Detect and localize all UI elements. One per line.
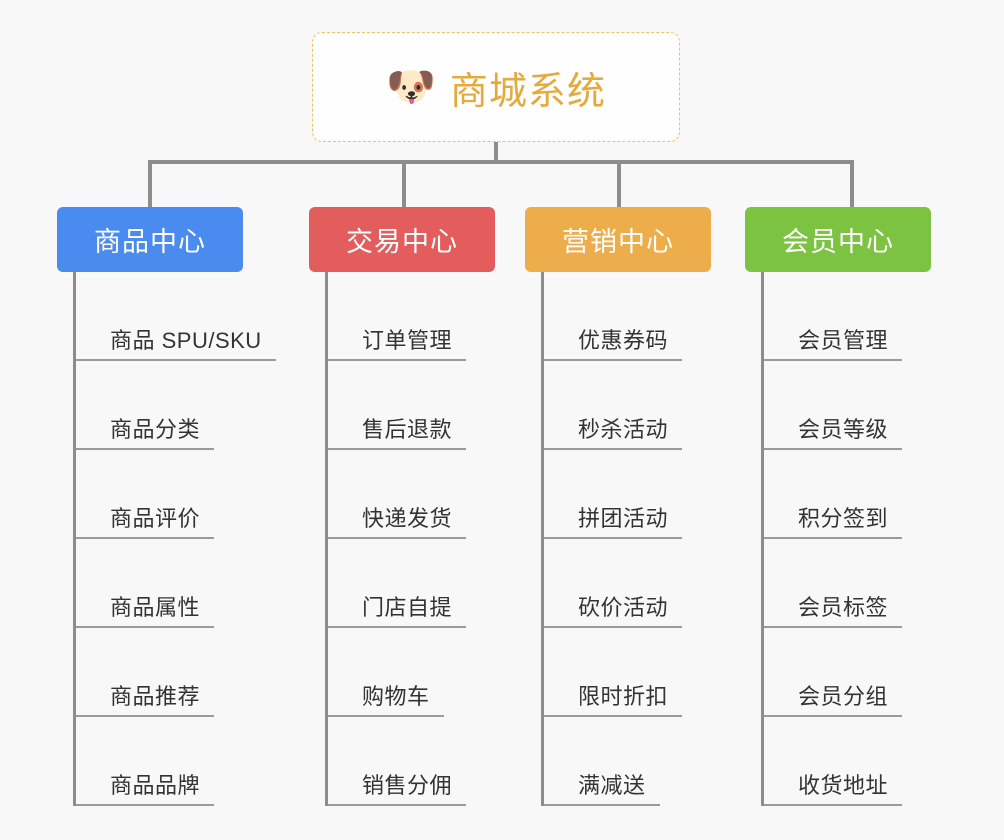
leaf-underline [764, 537, 903, 539]
leaf-item[interactable]: 优惠券码 [544, 272, 711, 361]
leaf-label: 积分签到 [798, 506, 889, 531]
branch-product-center: 商品中心 商品 SPU/SKU 商品分类 商品评价 [57, 207, 276, 806]
connector-drop-marketing-center [617, 160, 621, 208]
connector-drop-member-center [850, 160, 854, 208]
leaf-item[interactable]: 会员管理 [764, 272, 931, 361]
branch-header-trade-center[interactable]: 交易中心 [309, 207, 495, 272]
leaf-underline [76, 359, 276, 361]
root-title: 商城系统 [449, 70, 606, 113]
leaf-underline [544, 804, 660, 806]
leaf-item[interactable]: 商品分类 [76, 361, 243, 450]
leaf-label: 商品 SPU/SKU [110, 328, 262, 353]
leaf-list-member-center: 会员管理 会员等级 积分签到 会员标签 [761, 272, 931, 806]
leaf-item[interactable]: 会员等级 [764, 361, 931, 450]
leaf-item[interactable]: 商品 SPU/SKU [76, 272, 276, 361]
connector-drop-product-center [148, 160, 152, 208]
leaf-item[interactable]: 会员分组 [764, 628, 931, 717]
leaf-item[interactable]: 秒杀活动 [544, 361, 711, 450]
leaf-list-trade-center: 订单管理 售后退款 快递发货 门店自提 [325, 272, 495, 806]
leaf-item[interactable]: 满减送 [544, 717, 711, 806]
branch-header-marketing-center[interactable]: 营销中心 [525, 207, 711, 272]
leaf-label: 商品评价 [110, 506, 201, 531]
branch-trade-center: 交易中心 订单管理 售后退款 快递发货 [309, 207, 495, 806]
leaf-underline [544, 715, 683, 717]
leaf-label: 会员等级 [798, 417, 889, 442]
leaf-underline [328, 537, 467, 539]
leaf-list-product-center: 商品 SPU/SKU 商品分类 商品评价 商品属性 [73, 272, 276, 806]
leaf-underline [764, 359, 903, 361]
leaf-label: 限时折扣 [578, 684, 669, 709]
leaf-item[interactable]: 订单管理 [328, 272, 495, 361]
leaf-label: 门店自提 [362, 595, 453, 620]
leaf-underline [544, 537, 683, 539]
leaf-label: 砍价活动 [578, 595, 669, 620]
leaf-underline [764, 715, 903, 717]
dog-face-icon: 🐶 [386, 65, 436, 109]
branch-header-member-center[interactable]: 会员中心 [745, 207, 931, 272]
leaf-item[interactable]: 积分签到 [764, 450, 931, 539]
leaf-label: 收货地址 [798, 773, 889, 798]
branch-header-label: 会员中心 [782, 227, 894, 257]
branch-marketing-center: 营销中心 优惠券码 秒杀活动 拼团活动 [525, 207, 711, 806]
leaf-item[interactable]: 会员标签 [764, 539, 931, 628]
leaf-underline [764, 448, 903, 450]
connector-root-stem [494, 142, 498, 164]
leaf-item[interactable]: 商品品牌 [76, 717, 243, 806]
leaf-underline [764, 626, 903, 628]
leaf-item[interactable]: 限时折扣 [544, 628, 711, 717]
leaf-label: 快递发货 [362, 506, 453, 531]
leaf-label: 销售分佣 [362, 773, 453, 798]
leaf-underline [76, 626, 215, 628]
leaf-label: 商品品牌 [110, 773, 201, 798]
leaf-underline [328, 715, 444, 717]
leaf-label: 会员分组 [798, 684, 889, 709]
leaf-label: 售后退款 [362, 417, 453, 442]
leaf-underline [544, 359, 683, 361]
leaf-underline [764, 804, 903, 806]
leaf-label: 订单管理 [362, 328, 453, 353]
leaf-underline [544, 448, 683, 450]
leaf-item[interactable]: 快递发货 [328, 450, 495, 539]
leaf-label: 商品推荐 [110, 684, 201, 709]
leaf-item[interactable]: 收货地址 [764, 717, 931, 806]
leaf-underline [76, 448, 215, 450]
leaf-item[interactable]: 购物车 [328, 628, 495, 717]
leaf-item[interactable]: 拼团活动 [544, 450, 711, 539]
leaf-item[interactable]: 销售分佣 [328, 717, 495, 806]
leaf-underline [76, 537, 215, 539]
leaf-underline [76, 715, 215, 717]
leaf-item[interactable]: 商品属性 [76, 539, 243, 628]
leaf-underline [76, 804, 215, 806]
branch-header-label: 商品中心 [94, 227, 206, 257]
connector-drop-trade-center [402, 160, 406, 208]
leaf-label: 购物车 [362, 684, 430, 709]
connector-horizontal-bus [148, 160, 854, 164]
leaf-label: 会员管理 [798, 328, 889, 353]
leaf-item[interactable]: 砍价活动 [544, 539, 711, 628]
leaf-label: 满减送 [578, 773, 646, 798]
branch-member-center: 会员中心 会员管理 会员等级 积分签到 [745, 207, 931, 806]
leaf-underline [544, 626, 683, 628]
leaf-underline [328, 804, 467, 806]
branch-header-product-center[interactable]: 商品中心 [57, 207, 243, 272]
leaf-item[interactable]: 售后退款 [328, 361, 495, 450]
leaf-item[interactable]: 商品推荐 [76, 628, 243, 717]
leaf-label: 拼团活动 [578, 506, 669, 531]
root-node[interactable]: 🐶 商城系统 [312, 32, 680, 142]
leaf-item[interactable]: 商品评价 [76, 450, 243, 539]
leaf-underline [328, 626, 467, 628]
leaf-underline [328, 359, 467, 361]
leaf-label: 优惠券码 [578, 328, 669, 353]
branch-header-label: 交易中心 [346, 227, 458, 257]
leaf-list-marketing-center: 优惠券码 秒杀活动 拼团活动 砍价活动 [541, 272, 711, 806]
leaf-item[interactable]: 门店自提 [328, 539, 495, 628]
leaf-underline [328, 448, 467, 450]
branch-header-label: 营销中心 [562, 227, 674, 257]
leaf-label: 商品属性 [110, 595, 201, 620]
leaf-label: 秒杀活动 [578, 417, 669, 442]
leaf-label: 商品分类 [110, 417, 201, 442]
leaf-label: 会员标签 [798, 595, 889, 620]
